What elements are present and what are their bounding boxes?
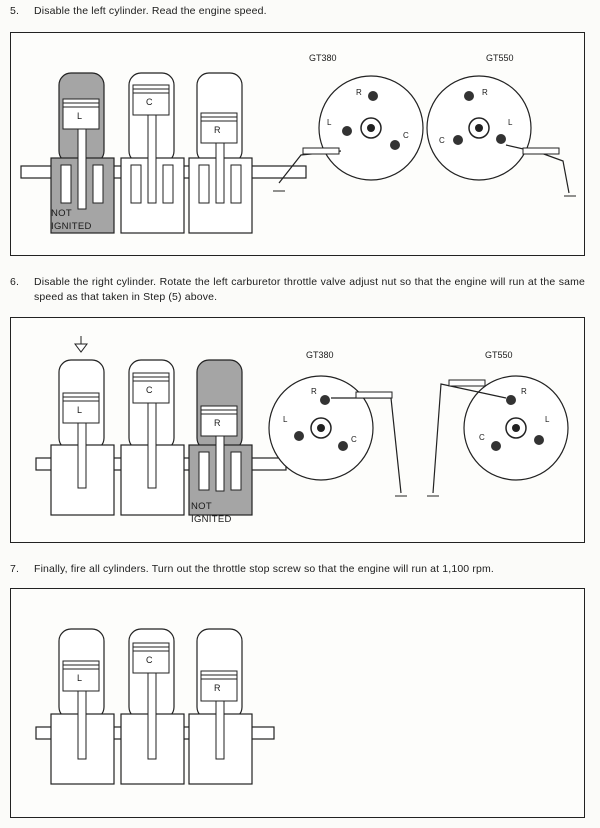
label-gt380: GT380 (309, 53, 337, 63)
cylinder-label-c: C (146, 97, 153, 107)
svg-text:C: C (351, 435, 357, 444)
step-7-figure: L C R (10, 588, 585, 818)
piston-left (62, 392, 100, 424)
step-number: 5. (10, 5, 20, 17)
step-5-figure: L C R NOT IGNITED GT380 R L C GT550 R C L (10, 32, 585, 256)
not-ignited-line1: NOT (191, 501, 212, 512)
step-6-diagram: L C R NOT IGNITED GT380 R L C GT550 R C L (35, 336, 569, 525)
cylinder-label-r: R (214, 125, 221, 135)
not-ignited-line2: IGNITED (51, 221, 92, 232)
not-ignited-line1: NOT (51, 208, 72, 219)
not-ignited-line2: IGNITED (191, 514, 232, 525)
svg-text:R: R (356, 88, 362, 97)
step-7-instruction: 7. Finally, fire all cylinders. Turn out… (10, 562, 585, 577)
cylinder-label-r: R (214, 418, 221, 428)
step-number: 7. (10, 563, 20, 575)
piston-center (132, 372, 170, 404)
step-6-figure: L C R NOT IGNITED GT380 R L C GT550 R C L (10, 317, 585, 543)
piston-right (200, 405, 238, 437)
piston-left (62, 660, 100, 692)
step-5-instruction: 5. Disable the left cylinder. Read the e… (10, 4, 585, 19)
svg-text:R: R (521, 387, 527, 396)
svg-text:L: L (508, 118, 513, 127)
label-gt550: GT550 (485, 350, 513, 360)
svg-text:R: R (482, 88, 488, 97)
cylinder-label-c: C (146, 655, 153, 665)
down-arrow-icon (74, 343, 88, 353)
step-text: Disable the left cylinder. Read the engi… (34, 5, 267, 17)
svg-text:C: C (403, 131, 409, 140)
step-5-diagram: L C R NOT IGNITED GT380 R L C GT550 R C L (20, 53, 576, 234)
svg-text:L: L (545, 415, 550, 424)
svg-text:L: L (283, 415, 288, 424)
step-7-diagram: L C R (35, 628, 275, 785)
label-gt380: GT380 (306, 350, 334, 360)
step-6-instruction: 6. Disable the right cylinder. Rotate th… (10, 275, 585, 305)
cylinder-label-l: L (77, 111, 82, 121)
step-text: Finally, fire all cylinders. Turn out th… (34, 563, 494, 575)
svg-text:C: C (439, 136, 445, 145)
piston-right (200, 112, 238, 144)
cylinder-label-l: L (77, 405, 82, 415)
step-number: 6. (10, 276, 20, 288)
svg-text:R: R (311, 387, 317, 396)
svg-text:C: C (479, 433, 485, 442)
svg-text:L: L (327, 118, 332, 127)
step-text: Disable the right cylinder. Rotate the l… (34, 276, 585, 303)
cylinder-label-r: R (214, 683, 221, 693)
piston-center (132, 84, 170, 116)
cylinder-label-l: L (77, 673, 82, 683)
label-gt550: GT550 (486, 53, 514, 63)
cylinder-label-c: C (146, 385, 153, 395)
